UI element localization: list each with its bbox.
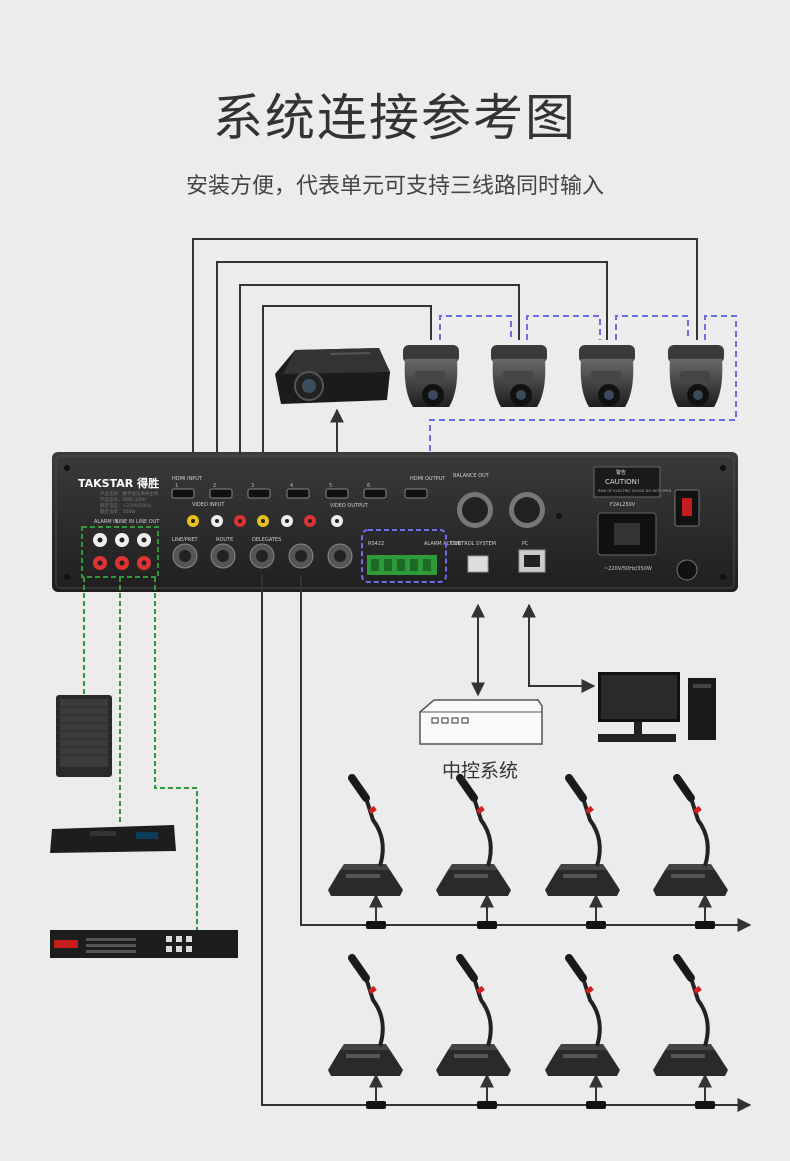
brand-logo: TAKSTAR 得胜 — [78, 476, 159, 490]
ground-terminal — [676, 559, 698, 581]
hdmi-port-4-label: 4 — [290, 483, 293, 489]
video-input-label: VIDEO INPUT — [192, 502, 225, 508]
control-system-label: CONTROL SYSTEM — [450, 541, 496, 547]
bus-connectors — [366, 921, 715, 1109]
delegate-mic-6 — [436, 958, 511, 1076]
alarm-in-label: ALARM IN — [94, 519, 119, 525]
svg-text:产品名称：数字会议系统主机: 产品名称：数字会议系统主机 — [100, 490, 159, 497]
din-connectors — [172, 543, 353, 569]
hdmi-port-5-label: 5 — [329, 483, 332, 489]
route-label: ROUTE — [216, 537, 233, 543]
camera-icon-2 — [491, 345, 547, 407]
hdmi-port-3-label: 3 — [251, 483, 254, 489]
hdmi-input-label: HDMI INPUT — [172, 476, 203, 482]
main-unit-panel: TAKSTAR 得胜 产品名称：数字会议系统主机 产品型号：DMS-3200 额… — [52, 452, 738, 592]
svg-text:额定功率：350W: 额定功率：350W — [100, 508, 136, 515]
svg-text:额定电压：~220V/50Hz: 额定电压：~220V/50Hz — [100, 502, 152, 509]
svg-text:RISK OF ELECTRIC SHOCK DO NOT: RISK OF ELECTRIC SHOCK DO NOT OPEN — [598, 489, 672, 493]
delegate-mic-8 — [653, 958, 728, 1076]
svg-text:产品型号：DMS-3200: 产品型号：DMS-3200 — [100, 496, 146, 503]
interpret-label: LINE/PRET — [172, 537, 198, 543]
alarm-active-label: ALARM ACTIVE — [424, 541, 461, 547]
computer-icon — [598, 672, 716, 742]
rs422-label: RS422 — [368, 541, 384, 547]
balance-out-label: BALANCE OUT — [453, 473, 490, 479]
line-out-label: LINE OUT — [136, 519, 160, 525]
dvd-player-icon — [50, 825, 176, 853]
xlr-outputs — [457, 492, 545, 528]
delegate-mic-1 — [328, 778, 403, 896]
rack-processor-icon — [50, 930, 238, 958]
line-in-label: LINE IN — [116, 519, 134, 525]
delegate-mic-7 — [545, 958, 620, 1076]
camera-icon-3 — [579, 345, 635, 407]
delegate-mic-4 — [653, 778, 728, 896]
projector-icon — [275, 348, 390, 404]
delegate-mic-2 — [436, 778, 511, 896]
hdmi-ports — [171, 488, 428, 499]
hdmi-port-1-label: 1 — [175, 483, 178, 489]
camera-icon-4 — [668, 345, 724, 407]
audio-rca-ports — [93, 533, 151, 570]
speaker-icon — [56, 695, 112, 777]
svg-text:CAUTION!: CAUTION! — [605, 478, 640, 486]
delegate-bus-lines — [261, 575, 752, 1112]
svg-text:警告: 警告 — [616, 469, 626, 476]
fuse-label: F2AL250V — [610, 502, 636, 508]
central-control-box-icon — [419, 699, 543, 745]
audio-links — [83, 577, 198, 930]
pc-label: PC — [522, 541, 529, 547]
hdmi-port-2-label: 2 — [213, 483, 216, 489]
delegate-mic-5 — [328, 958, 403, 1076]
delegate-mic-3 — [545, 778, 620, 896]
caution-label — [593, 466, 661, 498]
hdmi-output-label: HDMI OUTPUT — [410, 476, 446, 482]
camera-icon-1 — [403, 345, 459, 407]
hdmi-port-6-label: 6 — [367, 483, 370, 489]
rs422-highlight — [361, 529, 447, 583]
page-subtitle: 安装方便，代表单元可支持三线路同时输入 — [185, 174, 604, 199]
delegates-label: DELEGATES — [252, 537, 281, 543]
video-output-label: VIDEO OUTPUT — [330, 503, 369, 509]
usb-port — [467, 555, 489, 573]
page-title: 系统连接参考图 — [213, 89, 577, 147]
camera-control-links — [429, 315, 737, 520]
power-rating-label: ~220V/50Hz/350W — [604, 566, 652, 572]
control-links — [471, 603, 596, 697]
rca-video-ports — [187, 515, 343, 527]
central-control-label: 中控系统 — [441, 760, 518, 782]
